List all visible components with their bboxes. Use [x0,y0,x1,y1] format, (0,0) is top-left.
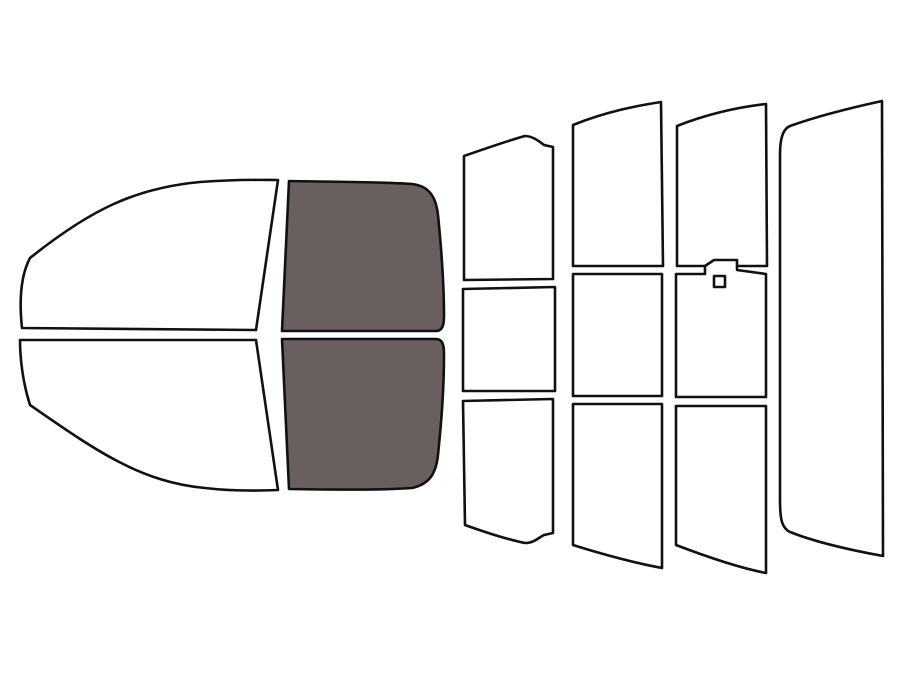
front-windshield-bottom[interactable] [18,338,280,492]
front-door-window-top[interactable] [280,179,446,333]
back-glass-bottom[interactable] [674,404,768,575]
rear-quarter-window-middle[interactable] [571,272,664,398]
back-glass-middle[interactable] [674,258,768,399]
rear-quarter-window-top[interactable] [571,100,665,268]
rear-door-window-bottom[interactable] [461,397,555,545]
back-glass-top[interactable] [675,102,769,268]
rear-quarter-window-bottom[interactable] [571,402,664,570]
rear-door-window-top[interactable] [462,134,555,282]
front-door-window-bottom[interactable] [280,337,446,491]
front-windshield-top[interactable] [19,178,280,332]
rear-windshield[interactable] [778,99,885,558]
rear-door-window-middle[interactable] [461,285,557,393]
